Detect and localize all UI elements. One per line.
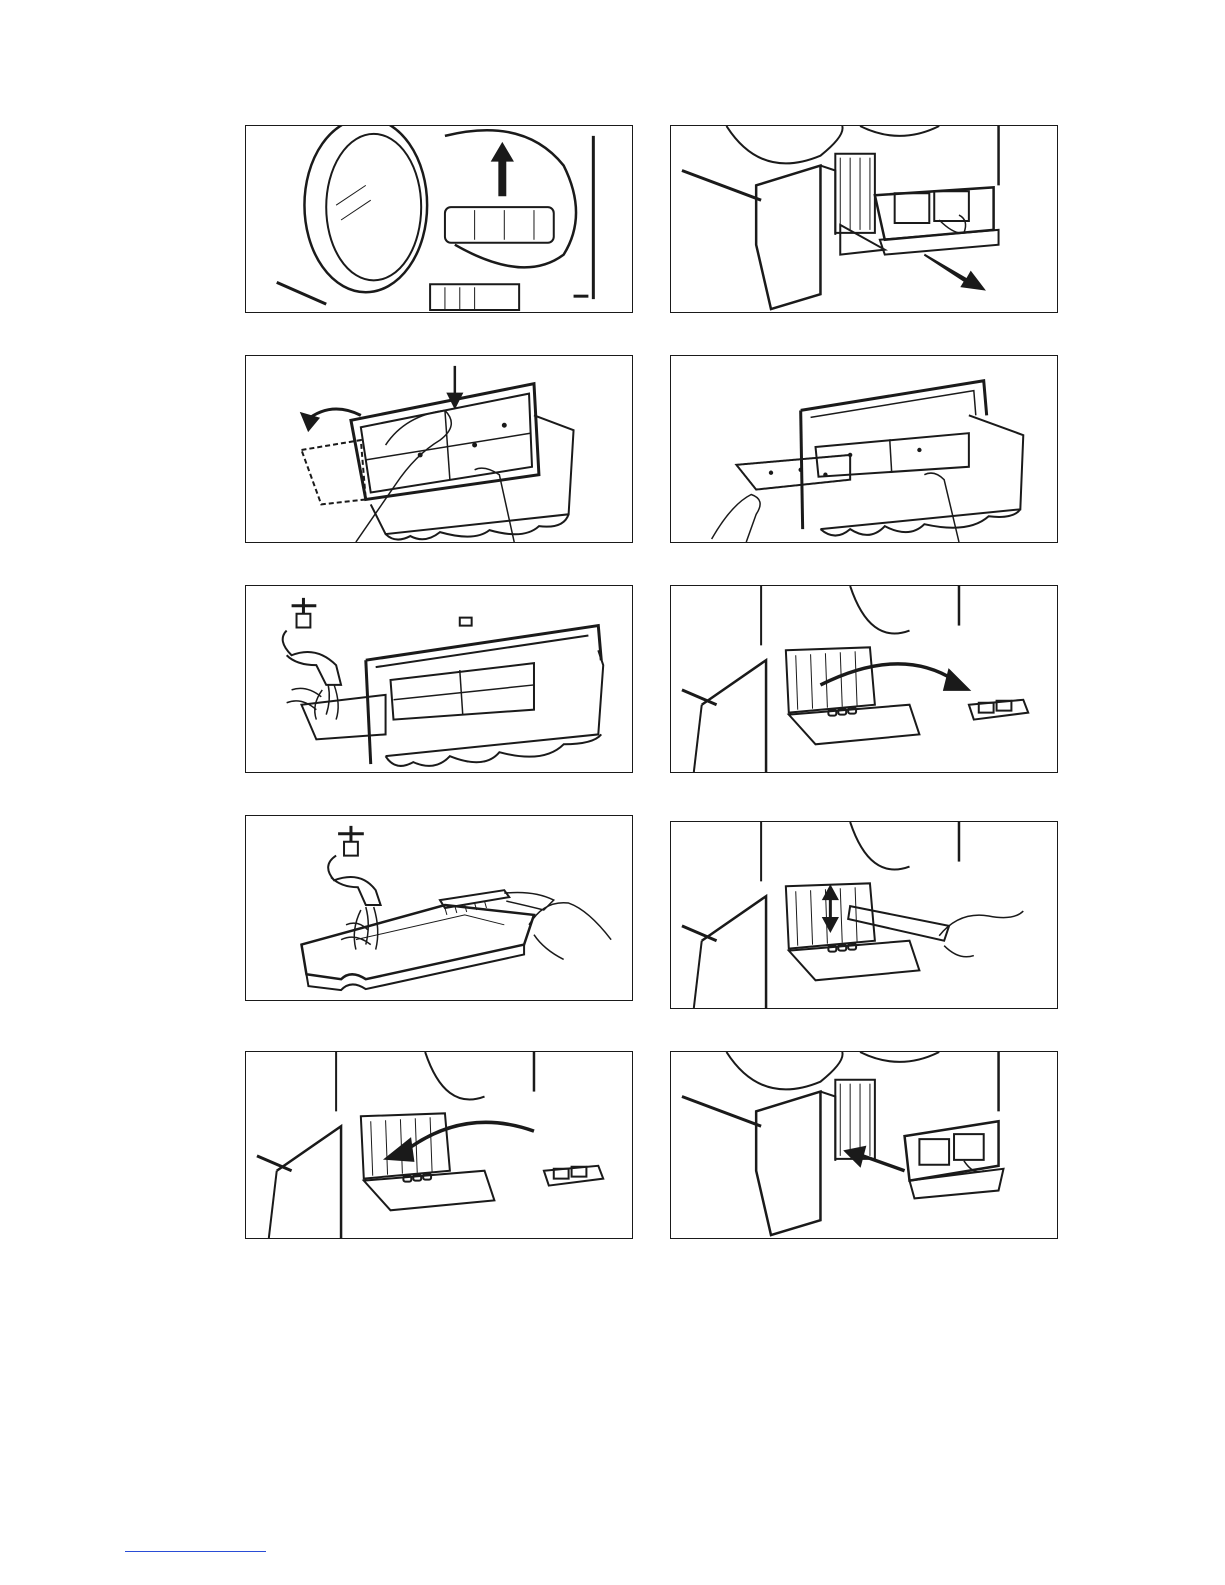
panel-pull-out-filter-container	[670, 125, 1058, 313]
panel-filter-lid-opened	[670, 355, 1058, 543]
panel-rinse-filter-under-tap	[245, 585, 633, 773]
panel-reinsert-base-filter	[245, 1051, 633, 1239]
panel-slide-filter-container-back	[670, 1051, 1058, 1239]
panel-remove-base-filter	[670, 585, 1058, 773]
panel-brush-base-filter-under-tap	[245, 815, 633, 1001]
panel-open-filter-lid	[245, 355, 633, 543]
footer-link-underline[interactable]	[125, 1551, 266, 1552]
panel-vacuum-filter-compartment	[670, 821, 1058, 1009]
panel-remove-door-filter	[245, 125, 633, 313]
